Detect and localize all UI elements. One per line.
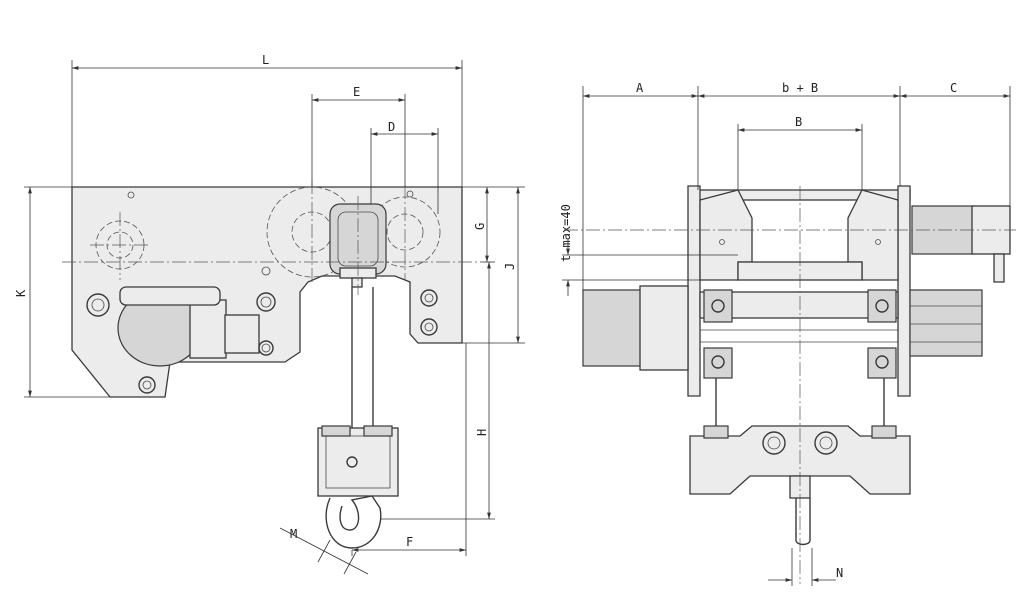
motor-coupling [224,314,260,354]
plate-hole [127,191,135,199]
hook-block-cap [321,425,351,437]
plate-hole [261,266,271,276]
travel-gearbox [639,285,689,371]
hoist-drum-motor [909,289,983,357]
dimension-label-H: H [475,429,489,436]
dimension-label-D: D [388,120,395,134]
dimension-label-A: A [636,81,644,95]
dimension-label-B: B [795,115,802,129]
dimension-label-bB: b + B [782,81,818,95]
hook-block-cap [363,425,393,437]
dimension-label-F: F [406,535,413,549]
bolt-group-left [86,289,438,394]
dimension-label-K: K [14,289,28,297]
plate-hole [406,190,414,198]
block-cap [871,425,897,439]
hook-block-inner [325,435,391,489]
sheave-right [814,431,838,455]
motor-cover [119,286,221,306]
block-cap [703,425,729,439]
dimension-label-N: N [836,566,843,580]
drum-shaft [699,291,899,319]
side-view: L E D K G J H F [14,53,525,575]
dimension-label-M: M [290,527,297,541]
hook [325,495,382,549]
travel-motor [582,289,644,367]
dimension-label-E: E [353,85,360,99]
dimension-label-C: C [950,81,957,95]
bolt-blocks [703,289,897,379]
hook-block [317,427,399,497]
hook-pin [346,456,358,468]
dimension-label-L: L [262,53,269,67]
cable-gland [993,253,1005,283]
dimension-label-J: J [503,263,517,270]
motor-gearbox [189,299,227,359]
front-view: A b + B C B t max=40 N [559,81,1016,586]
side-plate-right [897,185,911,397]
dimension-label-G: G [473,223,487,230]
front-hook [795,498,811,546]
drum-stub [351,277,363,288]
dimension-label-tmax: t max=40 [559,204,573,262]
sheave-left [762,431,786,455]
side-plate-left [687,185,701,397]
